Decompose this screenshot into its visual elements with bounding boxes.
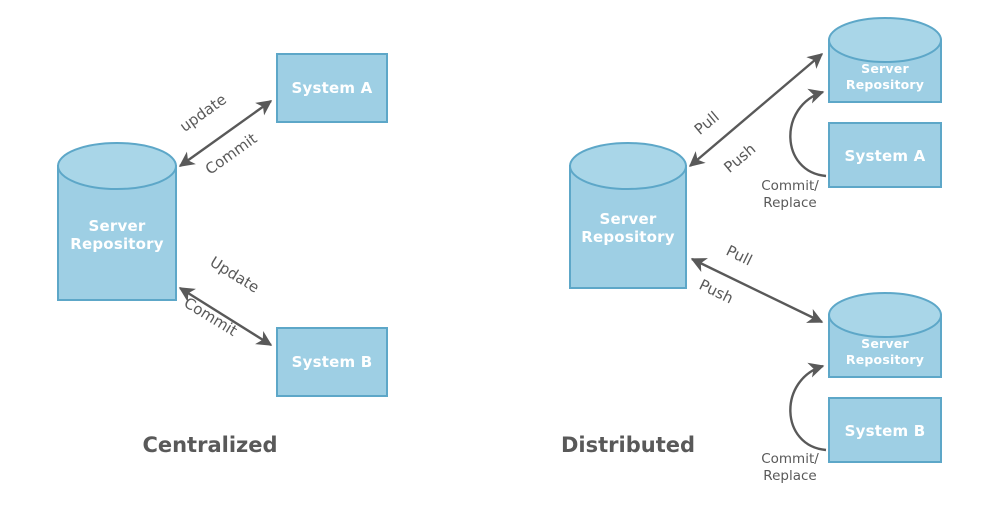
edge-dist-a-commit[interactable]: Commit/ Replace: [761, 88, 827, 211]
node-dist-system-a[interactable]: System A: [828, 122, 942, 188]
cylinder-top: [57, 142, 177, 190]
node-label-line1: Server: [861, 61, 909, 76]
node-label: System A: [292, 79, 373, 97]
edge-label-commit-line2: Replace: [763, 195, 816, 211]
edge-label-update: Update: [207, 253, 263, 297]
panel-centralized: Server Repository System A System B upda…: [57, 53, 388, 457]
edge-label-commit: Commit: [202, 129, 261, 178]
double-arrow-line: [178, 286, 273, 347]
node-label-line2: Repository: [846, 77, 924, 92]
caption-centralized: Centralized: [142, 433, 277, 457]
edge-dist-b-link[interactable]: Pull Push: [690, 242, 824, 324]
edge-label-push: Push: [696, 276, 736, 308]
node-label-line2: Repository: [846, 352, 924, 367]
node-label: System B: [292, 353, 373, 371]
edge-label-update: update: [176, 90, 229, 135]
edge-label-push: Push: [720, 140, 759, 177]
node-central-server-repo[interactable]: Server Repository: [57, 142, 177, 301]
cylinder-top: [828, 292, 942, 338]
edge-label-pull: Pull: [723, 242, 755, 270]
edge-label-pull: Pull: [691, 108, 723, 139]
double-arrow-line: [178, 100, 273, 167]
caption-distributed: Distributed: [561, 433, 695, 457]
panel-distributed: Server Repository Server Repository Syst…: [561, 17, 942, 484]
node-central-system-a[interactable]: System A: [276, 53, 388, 123]
node-dist-central-repo[interactable]: Server Repository: [569, 142, 687, 289]
node-label-line1: Server: [89, 217, 146, 235]
edge-label-commit-line2: Replace: [763, 468, 816, 484]
node-label-line1: Server: [600, 210, 657, 228]
cylinder-top: [828, 17, 942, 63]
node-label-line2: Repository: [581, 228, 675, 246]
node-label-line1: Server: [861, 336, 909, 351]
edge-label-commit: Commit: [181, 294, 241, 340]
edge-central-b-link[interactable]: Update Commit: [178, 253, 273, 347]
box-shape: [276, 53, 388, 123]
edge-label-commit-line1: Commit/: [761, 451, 819, 467]
node-label: System B: [845, 422, 926, 440]
node-dist-repo-a[interactable]: Server Repository: [828, 17, 942, 103]
edge-dist-a-link[interactable]: Pull Push: [688, 53, 824, 177]
double-arrow-line: [690, 257, 824, 324]
curved-arrow: [789, 362, 827, 452]
box-shape: [828, 397, 942, 463]
node-label: System A: [845, 147, 926, 165]
curved-arrow: [789, 88, 827, 178]
box-shape: [828, 122, 942, 188]
node-dist-system-b[interactable]: System B: [828, 397, 942, 463]
node-label-line2: Repository: [70, 235, 164, 253]
cylinder-top: [569, 142, 687, 190]
edge-central-a-link[interactable]: update Commit: [176, 90, 273, 178]
node-dist-repo-b[interactable]: Server Repository: [828, 292, 942, 378]
box-shape: [276, 327, 388, 397]
edge-label-commit-line1: Commit/: [761, 178, 819, 194]
node-central-system-b[interactable]: System B: [276, 327, 388, 397]
double-arrow-line: [688, 53, 824, 167]
edge-dist-b-commit[interactable]: Commit/ Replace: [761, 362, 827, 484]
